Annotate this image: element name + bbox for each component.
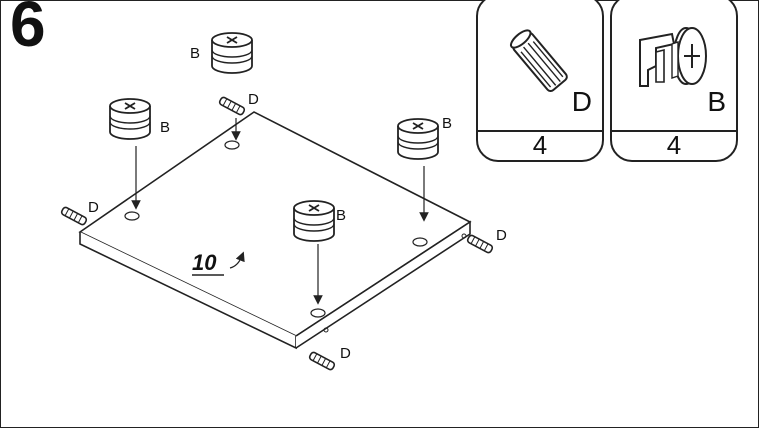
- cam-lock-top: [211, 32, 253, 74]
- callout-dowel: D: [496, 227, 507, 244]
- callout-cam-lock: B: [190, 45, 200, 62]
- callout-cam-lock: B: [336, 207, 346, 224]
- panel-number: 10: [192, 250, 217, 275]
- dowel-left: [59, 205, 89, 227]
- cam-lock-center: [293, 200, 335, 242]
- part-quantity: 4: [666, 130, 682, 160]
- panel-pointer-arrow: [229, 251, 245, 269]
- card-divider: [612, 130, 736, 132]
- dowel-right: [465, 233, 495, 255]
- callout-cam-lock: B: [442, 115, 452, 132]
- callout-cam-lock: B: [160, 119, 170, 136]
- cam-lock-left: [109, 98, 151, 140]
- part-code: B: [707, 86, 726, 117]
- dowel-icon: [509, 29, 568, 93]
- callout-dowel: D: [340, 345, 351, 362]
- part-code: D: [571, 86, 592, 117]
- panel: [78, 111, 472, 350]
- parts-card-dowel: D 4: [476, 0, 604, 162]
- dowel-top: [217, 95, 247, 117]
- step-number: 6: [10, 0, 46, 60]
- card-divider: [478, 130, 602, 132]
- cam-lock-icon: [639, 27, 707, 87]
- dowel-bottom: [307, 350, 337, 372]
- part-quantity: 4: [532, 130, 548, 160]
- parts-card-cam-lock: B 4: [610, 0, 738, 162]
- callout-dowel: D: [248, 91, 259, 108]
- callout-dowel: D: [88, 199, 99, 216]
- cam-lock-right: [397, 118, 439, 160]
